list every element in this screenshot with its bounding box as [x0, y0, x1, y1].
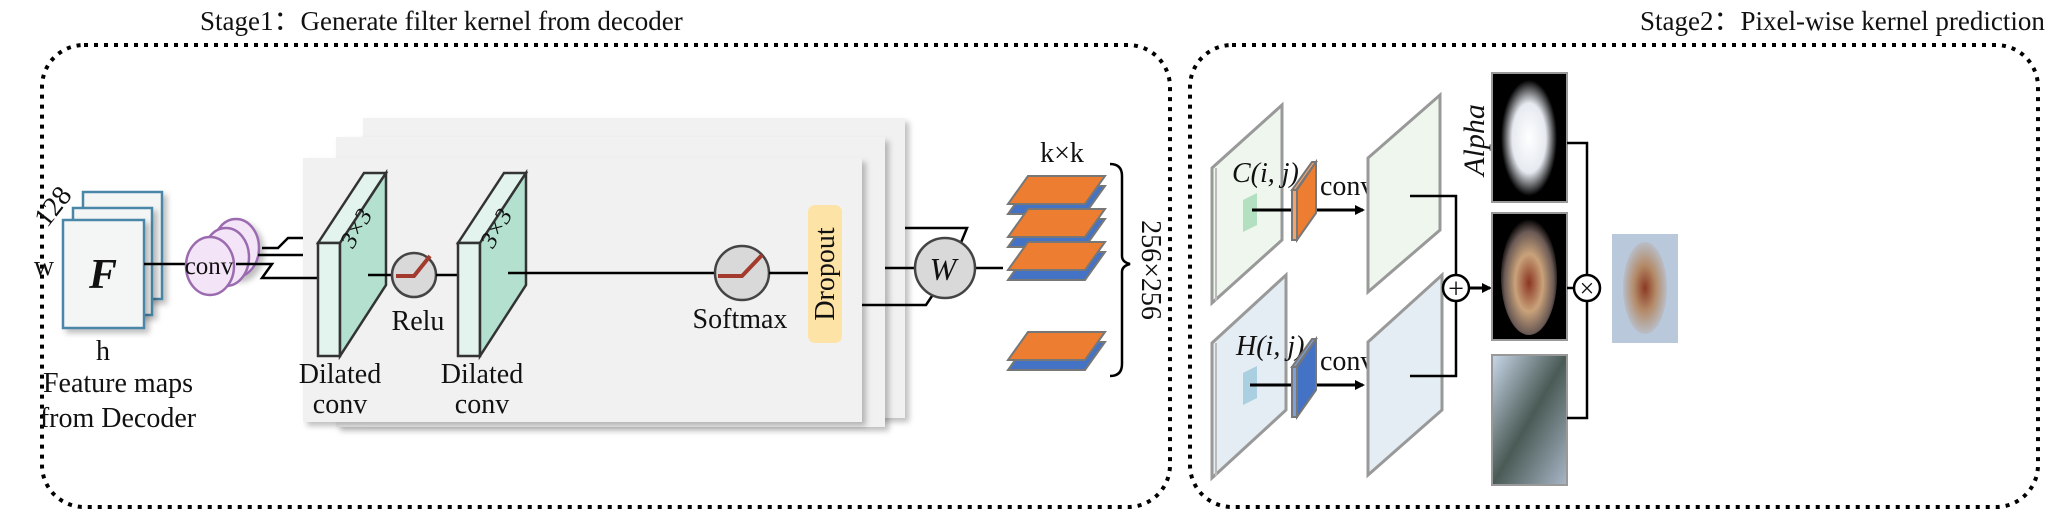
stage1-title: Stage1：Generate filter kernel from decod…: [200, 6, 683, 36]
add-symbol: +: [1448, 274, 1464, 305]
kernel-dim-label: k×k: [1040, 138, 1084, 169]
conv-label-top: conv: [1320, 171, 1374, 202]
conv-label: conv: [185, 253, 234, 280]
conv-label-bottom: conv: [1320, 346, 1374, 377]
spatial-dim-label: 256×256: [1135, 220, 1166, 320]
dim-width: w: [34, 251, 55, 282]
blue-conv-kernel: [1290, 335, 1318, 421]
relu-icon: [390, 251, 438, 299]
background-image: [1491, 354, 1568, 486]
dilated-conv-1-label-1: Dilated: [299, 359, 381, 390]
multiply-symbol: ×: [1580, 274, 1595, 303]
softmax-icon: [713, 244, 771, 302]
dilated-conv-block-1: [315, 168, 389, 361]
weight-node: [913, 236, 977, 300]
stage2-title: Stage2：Pixel-wise kernel prediction: [1640, 6, 2045, 36]
feature-map-symbol: F: [88, 252, 117, 298]
orange-conv-kernel: [1290, 158, 1318, 244]
dilated-conv-2-label-1: Dilated: [441, 359, 523, 390]
dilated-conv-block-2: [455, 168, 529, 361]
sum-connectors: [1410, 194, 1458, 378]
color-kernel-label: C(i, j): [1232, 158, 1299, 189]
feature-maps-label-2: from Decoder: [40, 403, 197, 434]
relu-label: Relu: [392, 306, 445, 337]
feature-maps-label-1: Feature maps: [43, 368, 193, 399]
stage1-box: [40, 43, 1172, 509]
hidden-output-plane: [1366, 271, 1444, 479]
dilated-conv-2-label-2: conv: [455, 389, 509, 420]
feature-maps: F: [61, 190, 164, 330]
stage2-box: [1188, 43, 2040, 509]
dilated-conv-1-label-2: conv: [313, 389, 367, 420]
dropout-block: [808, 205, 842, 343]
color-feature-plane: [1210, 101, 1284, 307]
softmax-label: Softmax: [693, 304, 788, 335]
color-output-plane: [1366, 91, 1442, 296]
weight-symbol: W: [930, 251, 960, 287]
conv-connectors: [236, 236, 318, 280]
dim-height: h: [96, 336, 110, 367]
dropout-label: Dropout: [810, 227, 841, 321]
conv-layer-icon: [184, 217, 261, 297]
weight-connectors: [862, 226, 1003, 307]
multiply-node: [1572, 273, 1602, 303]
hidden-kernel-label: H(i, j): [1235, 331, 1304, 362]
alpha-label: Alpha: [1458, 104, 1491, 178]
hidden-feature-plane: [1210, 271, 1288, 482]
brace: [1109, 162, 1131, 378]
kernel-stack: [1006, 175, 1107, 371]
panel-front: [303, 158, 862, 422]
